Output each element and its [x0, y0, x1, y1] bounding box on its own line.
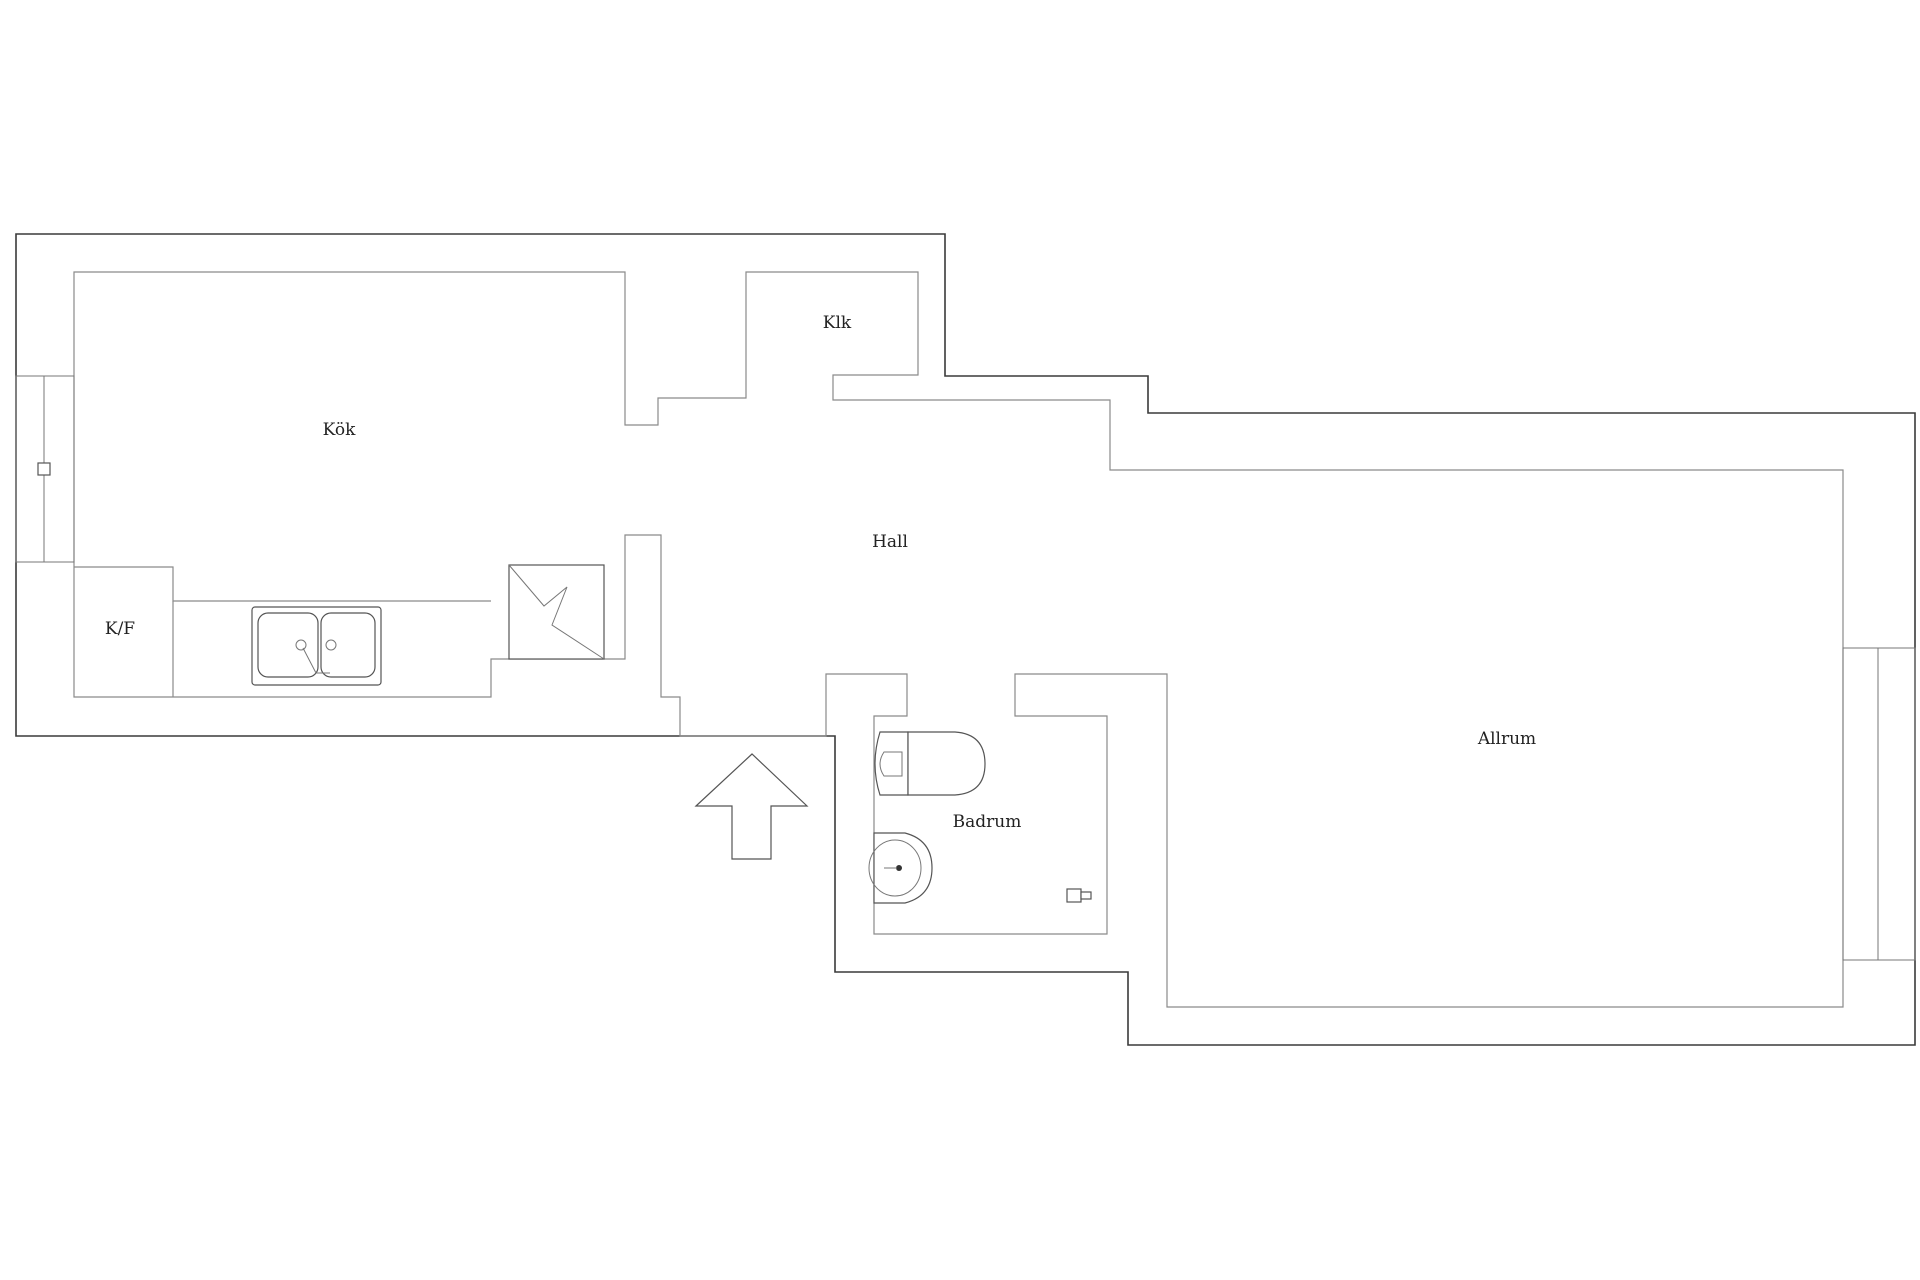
room-label-kf: K/F [105, 619, 135, 639]
window-icon [15, 375, 75, 563]
room-label-kok: Kök [323, 420, 356, 440]
outer-wall [15, 233, 1916, 1046]
toilet-icon [874, 731, 986, 796]
room-label-badrum: Badrum [953, 812, 1022, 832]
room-label-allrum: Allrum [1477, 729, 1536, 749]
room-label-klk: Klk [823, 313, 852, 333]
entrance-arrow-icon [694, 753, 809, 860]
inner-wall [73, 271, 1844, 1008]
double-sink-icon [251, 606, 382, 686]
room-label-hall: Hall [872, 532, 908, 552]
stove-icon [508, 564, 605, 660]
window-icon [1842, 647, 1916, 961]
kitchen-counter [74, 566, 491, 602]
washbasin-icon [868, 832, 933, 904]
floor-drain-icon [1066, 888, 1092, 903]
